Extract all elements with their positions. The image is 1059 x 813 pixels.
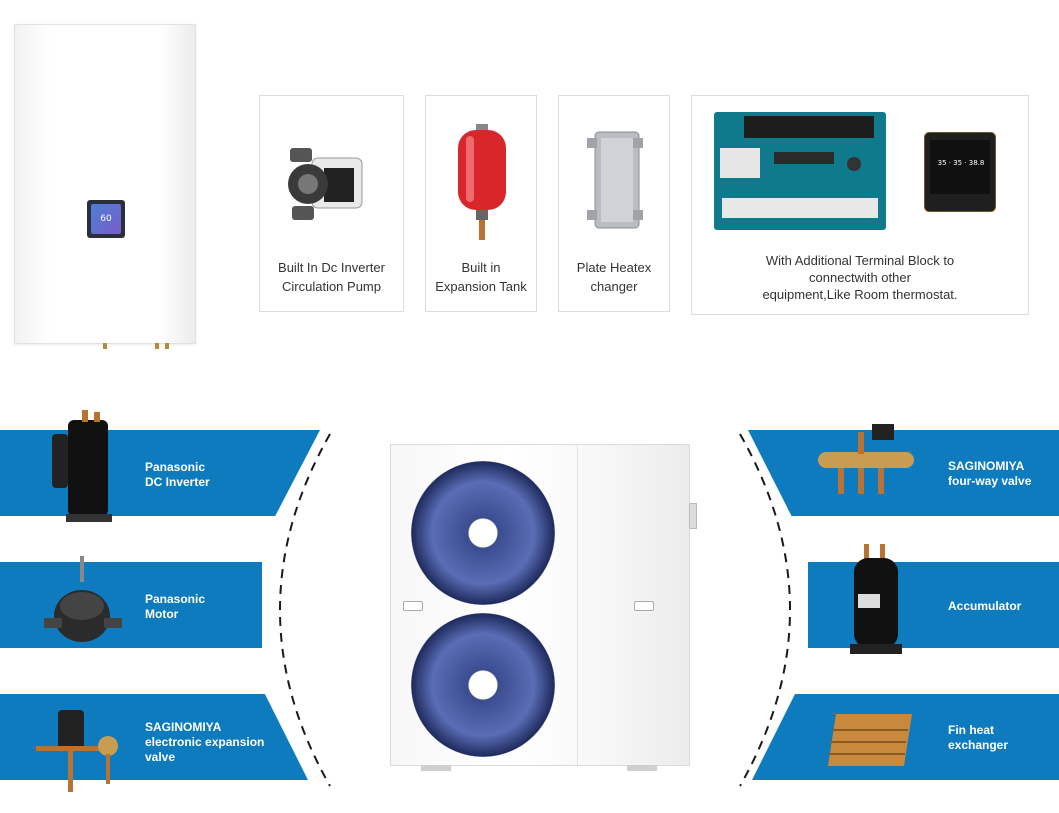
card-terminal-block: 35 · 35 · 38.8 With Additional Terminal … — [691, 95, 1029, 315]
front-handle — [403, 601, 423, 611]
dashed-arc-left — [279, 433, 331, 787]
card-label: With Additional Terminal Block to connec… — [762, 253, 958, 302]
component-label: SAGINOMIYA electronic expansion valve — [145, 720, 265, 764]
side-handle — [634, 601, 654, 611]
card-label: Built In Dc Inverter Circulation Pump — [278, 260, 385, 294]
card-label: Built in Expansion Tank — [435, 260, 527, 294]
control-board-image — [714, 112, 886, 230]
expansion-valve-image — [36, 710, 118, 792]
card-circulation-pump: Built In Dc Inverter Circulation Pump — [259, 95, 404, 312]
fin-heat-exchanger-image — [828, 714, 912, 766]
outdoor-unit-image — [390, 444, 697, 771]
fan-motor-image — [44, 556, 122, 642]
four-way-valve-image — [818, 424, 914, 494]
component-label: Panasonic Motor — [145, 592, 206, 621]
component-label: Accumulator — [948, 599, 1022, 613]
plate-heat-exchanger-image — [587, 131, 643, 229]
indoor-unit-image: 60 — [14, 24, 196, 349]
compressor-image — [52, 410, 112, 522]
component-label: Panasonic DC Inverter — [145, 460, 210, 489]
component-label: SAGINOMIYA four-way valve — [948, 459, 1032, 488]
unit-foot — [421, 765, 451, 771]
card-plate-heat-exchanger: Plate Heatex changer — [558, 95, 670, 312]
circulation-pump-image — [288, 148, 363, 220]
dashed-arc-right — [739, 433, 791, 787]
accumulator-image — [850, 544, 902, 654]
outdoor-unit-side-panel — [577, 445, 697, 765]
thermostat-readout: 35 · 35 · 38.8 — [937, 159, 985, 167]
banner-left — [0, 694, 308, 780]
card-expansion-tank: Built in Expansion Tank — [425, 95, 537, 312]
fan-grille-icon — [411, 613, 555, 757]
expansion-tank-image — [458, 124, 506, 240]
component-label: Fin heat exchanger — [948, 723, 1009, 752]
screen-display-value: 60 — [91, 204, 121, 234]
unit-foot — [627, 765, 657, 771]
pipe-connector — [155, 343, 159, 349]
banner-right — [748, 430, 1059, 516]
control-screen: 60 — [87, 200, 125, 238]
card-label: Plate Heatex changer — [576, 260, 652, 294]
room-thermostat-image — [924, 132, 996, 212]
fan-grille-icon — [411, 461, 555, 605]
side-bracket — [689, 503, 697, 529]
pipe-connector — [103, 343, 107, 349]
pipe-connector — [165, 343, 169, 349]
banner-right — [808, 562, 1059, 648]
banner-left — [0, 562, 262, 648]
